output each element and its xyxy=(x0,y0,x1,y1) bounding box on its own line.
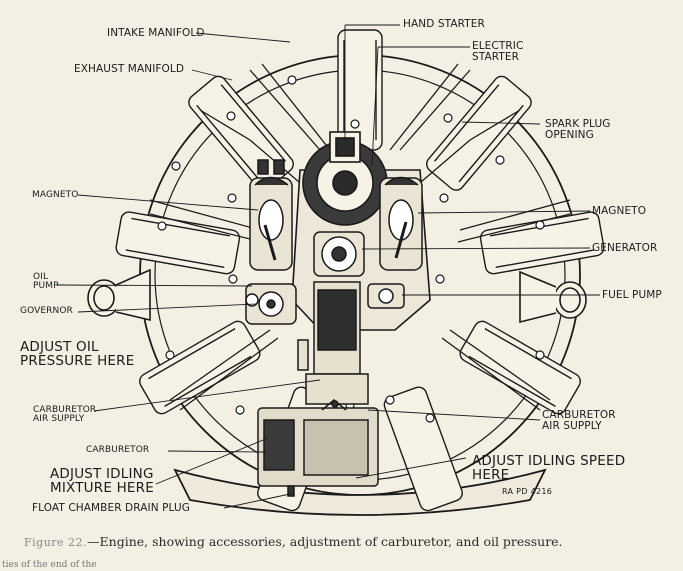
carburetor-shape xyxy=(257,281,379,497)
label-intake-manifold: INTAKE MANIFOLD xyxy=(107,27,205,39)
figure-number: Figure 22. xyxy=(24,536,88,549)
label-exhaust-manifold: EXHAUST MANIFOLD xyxy=(74,63,185,75)
label-float-chamber-drain-plug: FLOAT CHAMBER DRAIN PLUG xyxy=(32,502,190,514)
cut-off-text-line: ties of the end of the xyxy=(0,560,683,571)
label-generator: GENERATOR xyxy=(592,242,658,254)
fuel-pump-shape xyxy=(367,283,405,309)
leader-lines xyxy=(55,24,600,509)
caption-text: —Engine, showing accessories, adjustment… xyxy=(87,534,563,549)
label-magneto-left: MAGNETO xyxy=(32,190,79,200)
label-governor: GOVERNOR xyxy=(20,306,73,316)
label-carburetor: CARBURETOR xyxy=(86,445,150,455)
label-electric-starter: ELECTRIC STARTER xyxy=(472,40,524,64)
label-adjust-oil-pressure: ADJUST OIL PRESSURE HERE xyxy=(20,339,135,370)
label-adjust-idling-mixture: ADJUST IDLING MIXTURE HERE xyxy=(50,466,154,497)
label-spark-plug-opening: SPARK PLUG OPENING xyxy=(545,118,611,142)
label-fuel-pump: FUEL PUMP xyxy=(602,289,662,301)
magneto-right-shape xyxy=(379,176,423,271)
label-carburetor-air-supply-left: CARBURETOR AIR SUPPLY xyxy=(33,405,97,425)
exhaust-stubs xyxy=(87,268,587,324)
intake-pipes xyxy=(149,63,571,411)
oil-pump-shape xyxy=(245,283,297,325)
reference-code: RA PD 4216 xyxy=(502,487,553,496)
generator-shape xyxy=(313,231,365,277)
magneto-left-shape xyxy=(249,159,293,271)
label-carburetor-air-supply-right: CARBURETOR AIR SUPPLY xyxy=(542,409,616,433)
footer-text: ties of the end of the xyxy=(2,560,97,570)
label-adjust-idling-speed: ADJUST IDLING SPEED HERE xyxy=(472,453,626,484)
label-hand-starter: HAND STARTER xyxy=(403,18,485,30)
figure-caption: Figure 22.—Engine, showing accessories, … xyxy=(24,534,664,549)
label-magneto-right: MAGNETO xyxy=(592,205,647,217)
label-oil-pump: OIL PUMP xyxy=(33,272,59,292)
